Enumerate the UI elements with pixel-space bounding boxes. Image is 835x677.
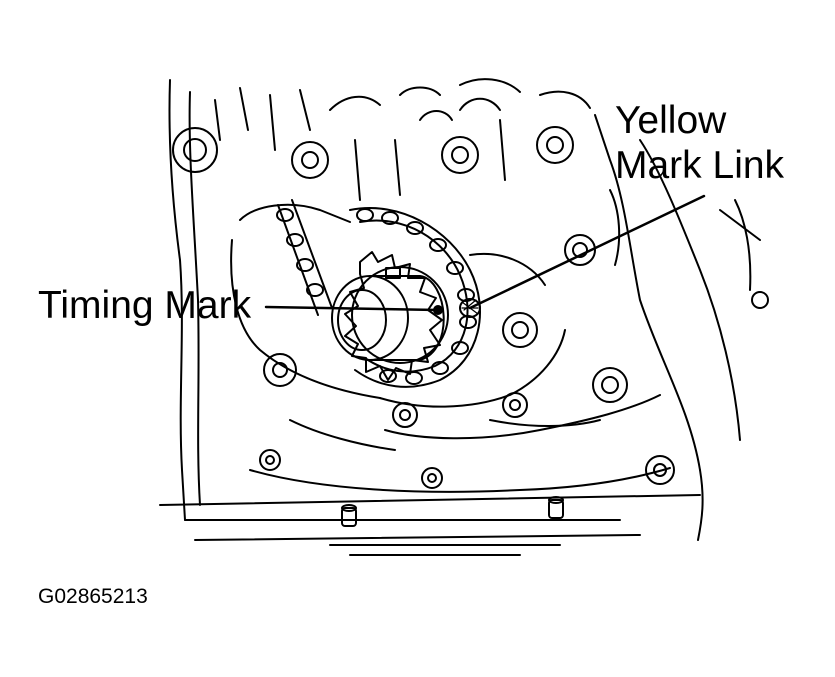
mark-link-label: Mark Link (615, 144, 785, 187)
bolt-bosses (172, 126, 769, 489)
engine-block-outline (159, 78, 761, 556)
casting-contours (230, 97, 671, 493)
timing-mark-leader (264, 305, 440, 312)
yellow-mark-leader (468, 194, 706, 310)
figure-id: G02865213 (38, 585, 148, 608)
yellow-mark-link-callout: Yellow Mark Link (615, 101, 784, 185)
studs (341, 496, 564, 527)
timing-mark-callout: Timing Mark (38, 284, 252, 327)
yellow-label: Yellow (615, 99, 727, 142)
camshaft-sprocket (331, 251, 449, 381)
chain-links (276, 208, 477, 385)
